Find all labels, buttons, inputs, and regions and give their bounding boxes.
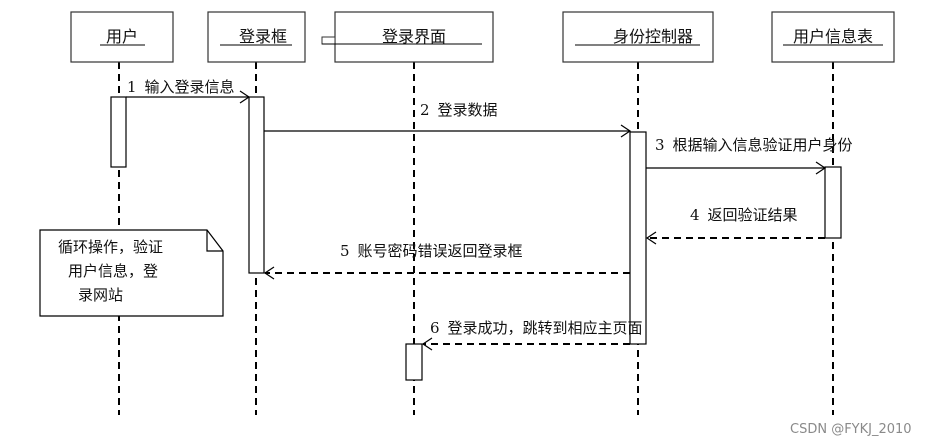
participant-label-user: 用户 bbox=[106, 27, 138, 46]
arrowhead-2 bbox=[620, 124, 632, 138]
note-box bbox=[39, 229, 224, 317]
arrowhead-5 bbox=[263, 266, 275, 280]
participant-label-login-box: 登录框 bbox=[239, 27, 287, 46]
participant-label-auth-ctrl: 身份控制器 bbox=[613, 27, 693, 46]
participant-label-login-ui: 登录界面 bbox=[382, 27, 446, 46]
participant-box-auth-ctrl bbox=[562, 11, 714, 63]
arrowhead-3 bbox=[815, 161, 827, 175]
component-tab-icon bbox=[321, 36, 336, 45]
watermark: CSDN @FYKJ_2010 bbox=[790, 422, 912, 437]
note-text-line-3: 录网站 bbox=[78, 286, 123, 304]
activation-login-box bbox=[248, 96, 265, 274]
participant-box-user bbox=[70, 11, 174, 63]
activation-auth-ctrl bbox=[629, 131, 647, 345]
note-text-line-1: 循环操作，验证 bbox=[58, 238, 163, 256]
participant-box-user-table bbox=[771, 11, 895, 63]
activation-login-ui bbox=[405, 343, 423, 381]
participant-box-login-box bbox=[207, 11, 306, 63]
participant-label-user-table: 用户信息表 bbox=[793, 27, 873, 46]
arrowhead-1 bbox=[239, 90, 251, 104]
note-corner-fold bbox=[206, 230, 223, 252]
activation-user bbox=[110, 96, 127, 168]
activation-user-table bbox=[824, 166, 842, 239]
note-text-line-2: 用户信息，登 bbox=[68, 262, 158, 280]
arrowhead-4 bbox=[645, 231, 657, 245]
arrowhead-6 bbox=[421, 337, 433, 351]
